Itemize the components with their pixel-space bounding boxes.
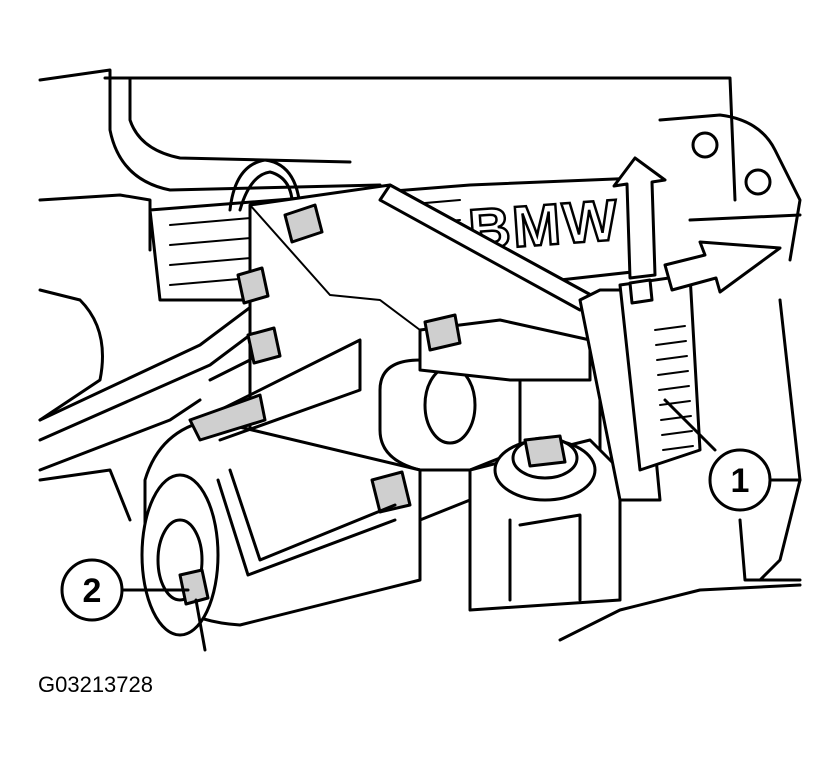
control-module bbox=[578, 273, 702, 502]
hydraulic-unit bbox=[248, 183, 602, 522]
reservoir-cap bbox=[468, 434, 622, 612]
figure-id-code: G03213728 bbox=[38, 672, 153, 697]
callout-2-label: 2 bbox=[83, 572, 102, 610]
right-arrow-icon bbox=[663, 240, 782, 294]
up-arrow-icon bbox=[612, 156, 667, 280]
callout-1: 1 bbox=[663, 398, 802, 512]
callout-1-circle bbox=[708, 448, 772, 512]
pump-motor bbox=[140, 338, 422, 637]
callout-1-label: 1 bbox=[731, 462, 750, 500]
sensor-connector bbox=[178, 568, 210, 652]
engine-bay-background bbox=[38, 68, 802, 642]
brake-line-fittings bbox=[216, 203, 462, 577]
callout-2-circle bbox=[60, 558, 124, 622]
callout-2: 2 bbox=[60, 558, 190, 622]
removal-arrows bbox=[612, 156, 782, 294]
